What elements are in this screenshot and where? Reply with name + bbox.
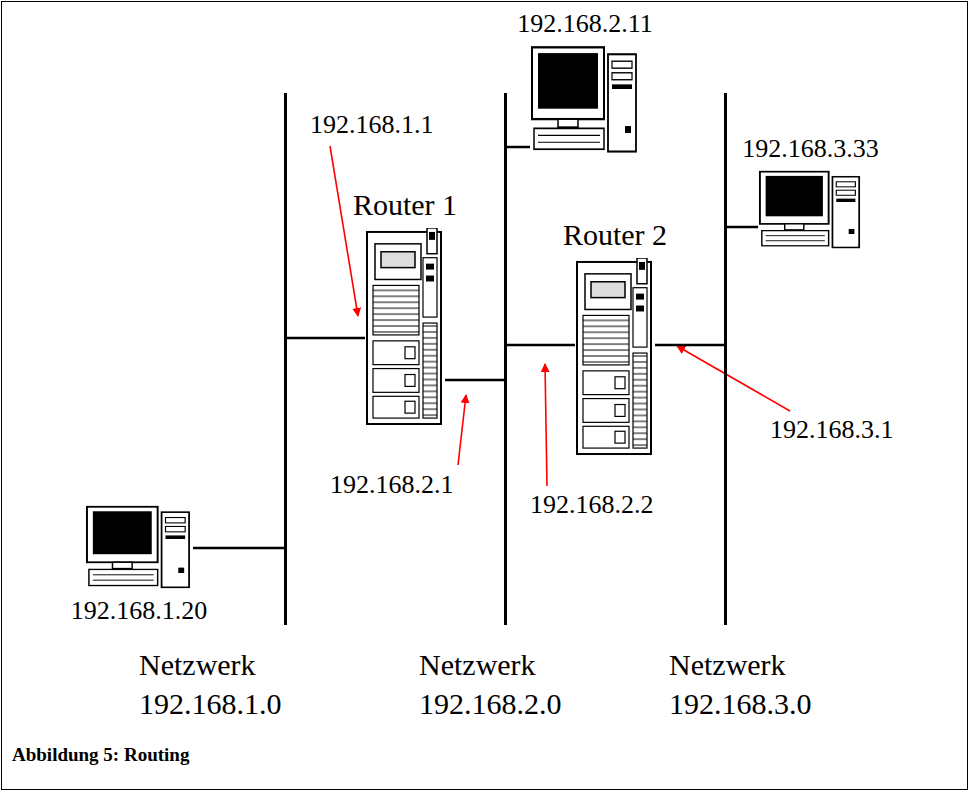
ip-address: 192.168.3.33 (742, 134, 879, 164)
figure-caption: Abbildung 5: Routing (12, 744, 189, 766)
network-cable (287, 337, 365, 340)
network-segment: Netzwerk 192.168.1.0 (284, 93, 287, 625)
router-icon (575, 258, 655, 456)
interface-address: 192.168.1.1 (310, 110, 434, 140)
network-label: Netzwerk 192.168.3.0 (669, 645, 844, 723)
interface-arrow (330, 146, 358, 316)
computer-icon (85, 505, 193, 590)
network-label: Netzwerk 192.168.1.0 (139, 645, 314, 723)
interface-address: 192.168.2.2 (530, 490, 654, 520)
interface-arrow (545, 364, 547, 486)
router-node: Router 2 (575, 258, 655, 456)
network-cable (193, 547, 284, 550)
router-label: Router 2 (563, 218, 667, 253)
interface-address: 192.168.2.1 (330, 470, 454, 500)
interface-address: 192.168.3.1 (770, 415, 894, 445)
computer-node: 192.168.1.20 (85, 505, 193, 590)
interface-arrows (330, 146, 790, 486)
network-label: Netzwerk 192.168.2.0 (419, 645, 594, 723)
network-segment: Netzwerk 192.168.2.0 (504, 93, 507, 625)
network-cable (507, 146, 530, 149)
network-cable (727, 226, 758, 229)
network-segment: Netzwerk 192.168.3.0 (724, 93, 727, 625)
computer-node: 192.168.2.11 (530, 45, 640, 155)
computer-node: 192.168.3.33 (758, 170, 863, 250)
network-cable (445, 379, 504, 382)
ip-address: 192.168.1.20 (71, 596, 208, 626)
router-icon (365, 228, 445, 426)
computer-icon (758, 170, 863, 250)
ip-address: 192.168.2.11 (517, 9, 653, 39)
interface-arrow (458, 395, 466, 465)
interface-arrow (677, 346, 790, 411)
network-cable (507, 344, 575, 347)
network-cable (655, 344, 724, 347)
router-label: Router 1 (353, 188, 457, 223)
computer-icon (530, 45, 640, 155)
router-node: Router 1 (365, 228, 445, 426)
